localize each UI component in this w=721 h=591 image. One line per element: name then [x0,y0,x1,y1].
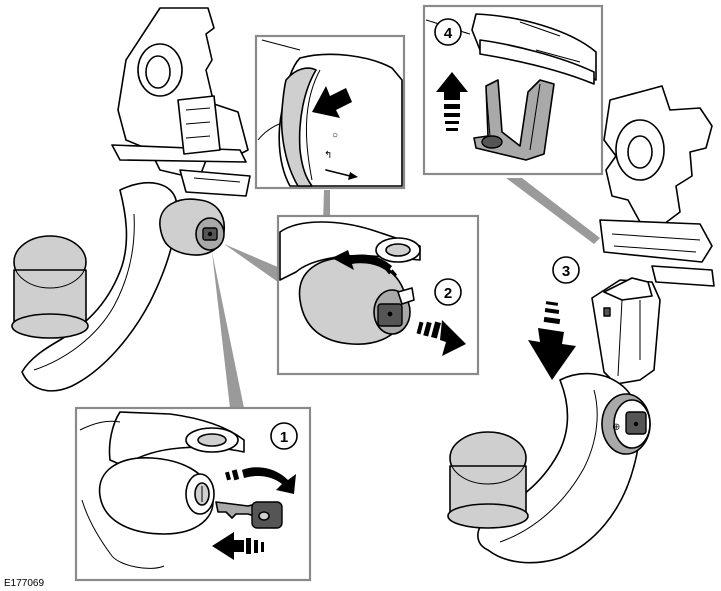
pull-arrow-icon [416,320,466,356]
svg-text:○: ○ [332,130,338,141]
mounted-tow-bar [11,7,251,392]
lock-barrel-step-2 [298,257,415,345]
step-number: 2 [444,285,452,302]
panel-step-4: 4 [422,4,604,176]
tow-ball-mounted [11,235,89,339]
lift-arrow-icon [436,72,468,131]
leader-to-step-2 [224,244,280,282]
panel-step-2: 2 [276,214,480,376]
removed-tow-bar: ⊕ 3 [447,256,661,564]
lock-barrel-step-1 [98,457,215,535]
step-number: 4 [444,25,453,42]
svg-text:⊕: ⊕ [612,422,620,433]
svg-text:↰: ↰ [324,150,332,161]
tow-ball-removed [447,431,529,529]
lock-barrel-mounted [159,198,225,256]
rotate-arrow-icon [225,467,296,494]
step-number: 1 [280,429,288,446]
vehicle-bracket [599,85,715,287]
drop-arrow-icon [528,301,576,380]
panel-step-1: 1 [74,406,312,582]
leader-to-step-4 [506,178,600,244]
panel-release-detail: ○ ↰ [254,34,406,190]
release-clip [473,79,555,161]
key-icon [215,501,283,529]
step-number: 3 [562,263,570,280]
push-arrow-icon [212,532,264,560]
figure-reference: E177069 [4,578,44,589]
leader-to-step-1 [212,252,244,408]
push-arrow-icon [312,86,352,118]
lock-barrel-removed: ⊕ [601,393,651,455]
rotate-arrow-icon [332,250,402,277]
